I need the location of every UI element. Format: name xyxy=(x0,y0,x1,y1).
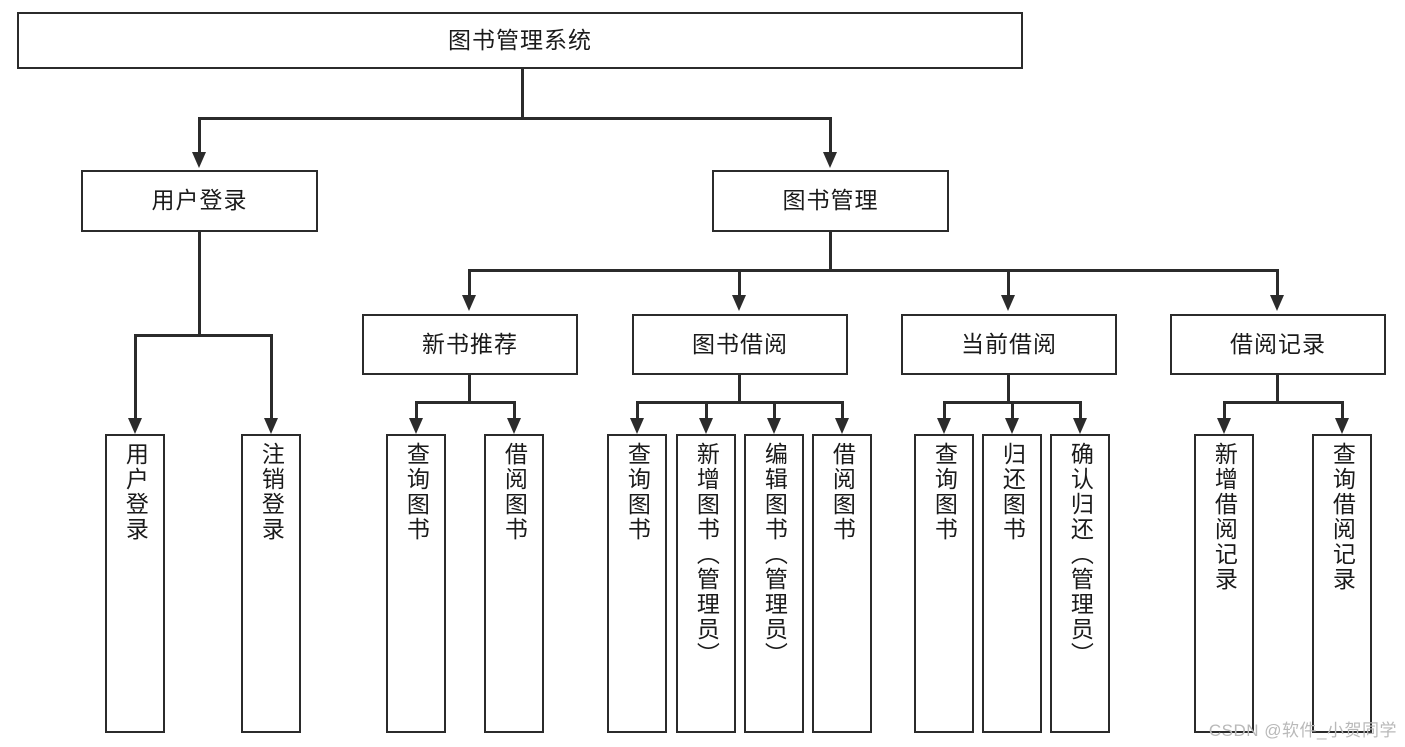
edge-root-bar xyxy=(198,117,832,120)
edge-current-to-leaf2 xyxy=(1011,401,1014,419)
leaf-edit-book-admin-label: 编辑图书（管理员） xyxy=(761,442,788,667)
arrow-login-to-leaf1 xyxy=(128,418,142,434)
arrow-current-to-leaf3 xyxy=(1073,418,1087,434)
leaf-query-borrow-record[interactable]: 查询借阅记录 xyxy=(1312,434,1372,733)
arrow-records-to-leaf2 xyxy=(1335,418,1349,434)
leaf-query-borrow-record-label: 查询借阅记录 xyxy=(1329,442,1356,592)
leaf-add-borrow-record-label: 新增借阅记录 xyxy=(1211,442,1238,592)
edge-bookmgmt-bar xyxy=(468,269,1278,272)
edge-records-to-leaf1 xyxy=(1223,401,1226,419)
edge-borrow-bar xyxy=(636,401,843,404)
arrow-root-to-bookmgmt xyxy=(823,152,837,168)
edge-records-bar xyxy=(1223,401,1343,404)
edge-current-to-leaf3 xyxy=(1079,401,1082,419)
edge-login-to-leaf1 xyxy=(134,334,137,419)
node-current-borrow-label: 当前借阅 xyxy=(961,330,1057,357)
arrow-borrow-to-leaf2 xyxy=(699,418,713,434)
edge-borrow-to-leaf4 xyxy=(841,401,844,419)
edge-bookmgmt-to-newbooks xyxy=(468,269,471,296)
edge-borrow-to-leaf2 xyxy=(705,401,708,419)
edge-newbooks-to-leaf2 xyxy=(513,401,516,419)
edge-records-stem xyxy=(1276,375,1279,403)
edge-bookmgmt-to-records xyxy=(1276,269,1279,296)
edge-borrow-stem xyxy=(738,375,741,403)
leaf-query-books-newbooks[interactable]: 查询图书 xyxy=(386,434,446,733)
leaf-borrow-books-borrow[interactable]: 借阅图书 xyxy=(812,434,872,733)
edge-borrow-to-leaf1 xyxy=(636,401,639,419)
node-new-book-recommend-label: 新书推荐 xyxy=(422,330,518,357)
leaf-add-borrow-record[interactable]: 新增借阅记录 xyxy=(1194,434,1254,733)
edge-bookmgmt-stem xyxy=(829,232,832,271)
node-book-management-label: 图书管理 xyxy=(782,187,879,214)
node-user-login[interactable]: 用户登录 xyxy=(81,170,318,232)
leaf-logout[interactable]: 注销登录 xyxy=(241,434,301,733)
edge-newbooks-to-leaf1 xyxy=(415,401,418,419)
leaf-borrow-books-newbooks[interactable]: 借阅图书 xyxy=(484,434,544,733)
leaf-query-books-current-label: 查询图书 xyxy=(931,442,958,542)
arrow-root-to-login xyxy=(192,152,206,168)
arrow-login-to-leaf2 xyxy=(264,418,278,434)
arrow-borrow-to-leaf4 xyxy=(835,418,849,434)
edge-login-to-leaf2 xyxy=(270,334,273,419)
leaf-query-books-borrow-label: 查询图书 xyxy=(624,442,651,542)
node-current-borrow[interactable]: 当前借阅 xyxy=(901,314,1117,375)
edge-current-stem xyxy=(1007,375,1010,403)
node-book-borrow-label: 图书借阅 xyxy=(692,330,788,357)
edge-root-to-bookmgmt xyxy=(829,117,832,153)
leaf-borrow-books-newbooks-label: 借阅图书 xyxy=(501,442,528,542)
leaf-user-login[interactable]: 用户登录 xyxy=(105,434,165,733)
leaf-user-login-label: 用户登录 xyxy=(122,442,149,542)
csdn-watermark: CSDN @软件_小贺同学 xyxy=(1208,721,1397,740)
leaf-query-books-newbooks-label: 查询图书 xyxy=(403,442,430,542)
edge-records-to-leaf2 xyxy=(1341,401,1344,419)
leaf-return-books[interactable]: 归还图书 xyxy=(982,434,1042,733)
edge-root-to-login xyxy=(198,117,201,153)
arrow-current-to-leaf2 xyxy=(1005,418,1019,434)
edge-newbooks-bar xyxy=(415,401,515,404)
arrow-newbooks-to-leaf1 xyxy=(409,418,423,434)
node-book-borrow[interactable]: 图书借阅 xyxy=(632,314,848,375)
node-root-label: 图书管理系统 xyxy=(448,26,592,53)
arrow-records-to-leaf1 xyxy=(1217,418,1231,434)
edge-current-to-leaf1 xyxy=(943,401,946,419)
edge-newbooks-stem xyxy=(468,375,471,403)
edge-root-stem xyxy=(521,69,524,119)
arrow-newbooks-to-leaf2 xyxy=(507,418,521,434)
edge-bookmgmt-to-current xyxy=(1007,269,1010,296)
arrow-bookmgmt-to-current xyxy=(1001,295,1015,311)
leaf-query-books-borrow[interactable]: 查询图书 xyxy=(607,434,667,733)
leaf-borrow-books-borrow-label: 借阅图书 xyxy=(829,442,856,542)
leaf-query-books-current[interactable]: 查询图书 xyxy=(914,434,974,733)
leaf-edit-book-admin[interactable]: 编辑图书（管理员） xyxy=(744,434,804,733)
arrow-current-to-leaf1 xyxy=(937,418,951,434)
arrow-borrow-to-leaf3 xyxy=(767,418,781,434)
arrow-bookmgmt-to-borrow xyxy=(732,295,746,311)
leaf-confirm-return-admin-label: 确认归还（管理员） xyxy=(1067,442,1094,667)
node-new-book-recommend[interactable]: 新书推荐 xyxy=(362,314,578,375)
node-book-management[interactable]: 图书管理 xyxy=(712,170,949,232)
leaf-return-books-label: 归还图书 xyxy=(999,442,1026,542)
arrow-bookmgmt-to-newbooks xyxy=(462,295,476,311)
edge-borrow-to-leaf3 xyxy=(773,401,776,419)
leaf-add-book-admin-label: 新增图书（管理员） xyxy=(693,442,720,667)
edge-login-bar xyxy=(134,334,272,337)
leaf-logout-label: 注销登录 xyxy=(258,442,285,542)
arrow-bookmgmt-to-records xyxy=(1270,295,1284,311)
edge-bookmgmt-to-borrow xyxy=(738,269,741,296)
node-borrow-records[interactable]: 借阅记录 xyxy=(1170,314,1386,375)
leaf-confirm-return-admin[interactable]: 确认归还（管理员） xyxy=(1050,434,1110,733)
arrow-borrow-to-leaf1 xyxy=(630,418,644,434)
node-root[interactable]: 图书管理系统 xyxy=(17,12,1023,69)
node-user-login-label: 用户登录 xyxy=(151,187,248,214)
edge-login-stem xyxy=(198,232,201,336)
node-borrow-records-label: 借阅记录 xyxy=(1230,330,1326,357)
leaf-add-book-admin[interactable]: 新增图书（管理员） xyxy=(676,434,736,733)
